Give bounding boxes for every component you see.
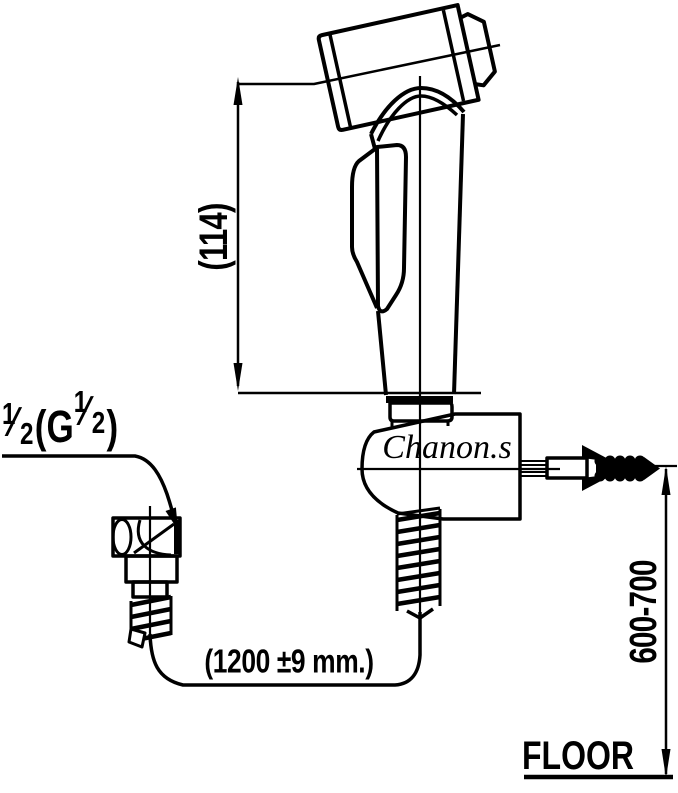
neck-inner-curve bbox=[376, 94, 459, 142]
spray-head-left-cap-line bbox=[328, 34, 353, 128]
leader-line bbox=[2, 454, 176, 519]
hose-ring bbox=[386, 396, 453, 403]
dimension-label-install-height: 600-700 bbox=[623, 560, 665, 664]
handle-left-lower-edge bbox=[376, 310, 388, 396]
arrow-down bbox=[233, 363, 243, 391]
dimension-600-700 bbox=[661, 466, 671, 778]
neck-outer-curve bbox=[369, 86, 466, 135]
coil-tab bbox=[127, 627, 147, 649]
trigger-lever bbox=[375, 143, 408, 314]
handle bbox=[350, 113, 465, 396]
tee-connector bbox=[111, 516, 182, 649]
spray-head bbox=[316, 3, 497, 132]
dimension-114 bbox=[233, 43, 501, 395]
spray-head-body bbox=[316, 3, 481, 132]
tee-body bbox=[111, 516, 182, 558]
hose-nut bbox=[388, 401, 454, 423]
handle-right-edge bbox=[452, 113, 465, 395]
tee-bore-line bbox=[133, 522, 175, 555]
tee-collar bbox=[131, 580, 169, 599]
wall-bracket bbox=[360, 412, 522, 521]
tee-hex-nut bbox=[124, 554, 179, 584]
leader-arrow bbox=[165, 507, 178, 530]
shower-hose bbox=[148, 612, 422, 687]
fraction-first: 1∕2 bbox=[2, 396, 34, 451]
arrow-up bbox=[233, 77, 243, 105]
handle-left-upper-edge bbox=[369, 133, 377, 150]
thread-leader bbox=[2, 454, 178, 530]
arrow-down bbox=[661, 749, 671, 778]
center-lines bbox=[148, 76, 560, 642]
tee-open-end bbox=[111, 518, 133, 556]
arrow-up bbox=[661, 466, 671, 495]
hose-coil-upper bbox=[395, 506, 442, 620]
anchor-threads bbox=[594, 455, 660, 482]
thread-label-middle: (G bbox=[34, 401, 74, 452]
extension-line-top bbox=[238, 43, 501, 86]
trigger-guard bbox=[350, 147, 379, 309]
hose-coil-lower bbox=[127, 594, 173, 649]
floor-label: FLOOR bbox=[522, 734, 634, 778]
dimension-label-head-height: (114) bbox=[192, 203, 236, 271]
wall-screw bbox=[520, 445, 677, 491]
thread-label-closing: ) bbox=[106, 401, 119, 452]
brand-watermark: Chanon.s bbox=[382, 429, 512, 466]
fraction-second: 1∕2 bbox=[73, 384, 106, 440]
dimension-label-hose-length: (1200 ±9 mm.) bbox=[204, 642, 374, 680]
